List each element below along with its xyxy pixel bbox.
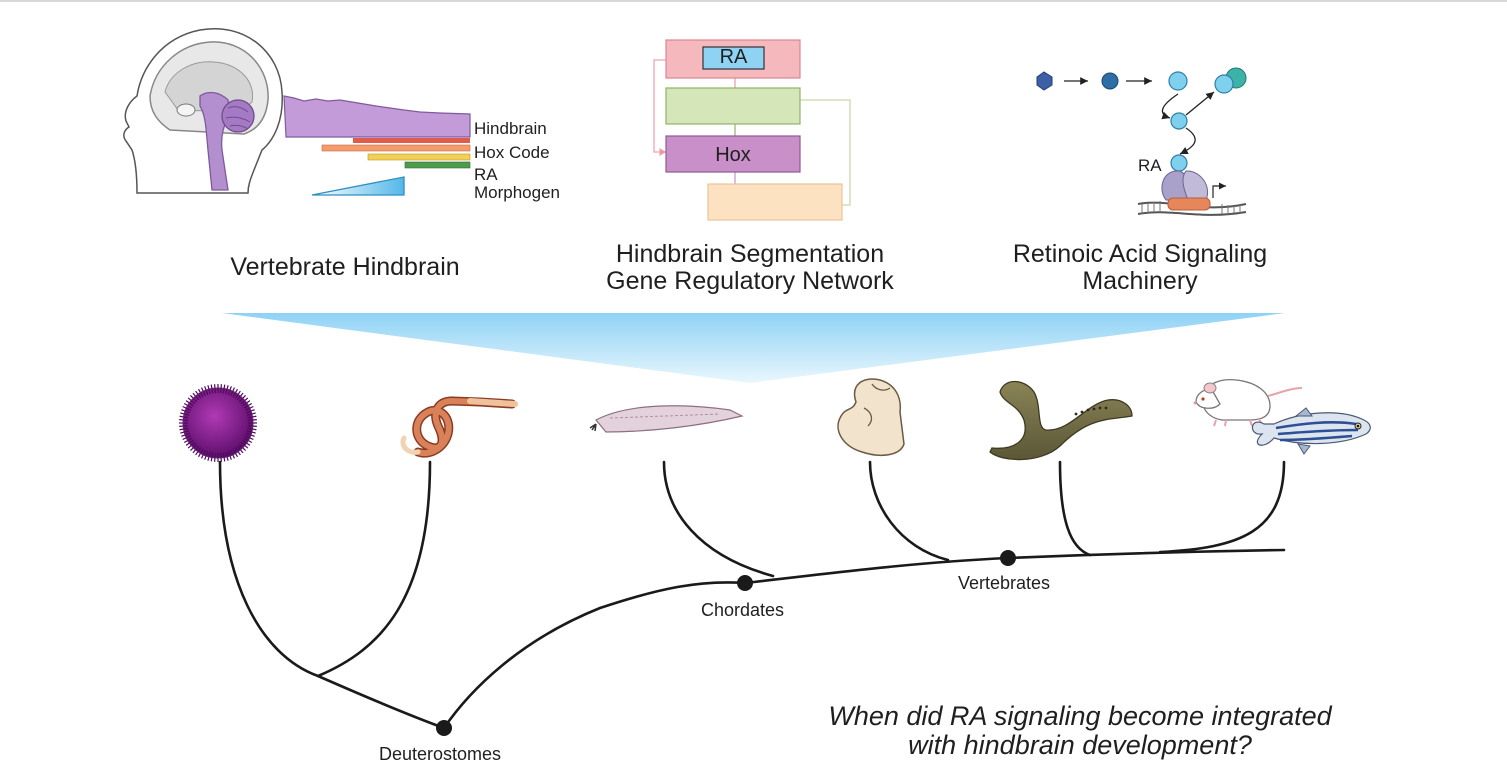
panel-title-ra-line2: Machinery: [1082, 267, 1198, 295]
mouse-icon: [1193, 378, 1303, 427]
clade-label-vertebrates: Vertebrates: [958, 573, 1051, 593]
vertebrates-node: [1000, 550, 1016, 566]
panel-title-hindbrain: Vertebrate Hindbrain: [230, 253, 460, 281]
amphioxus-icon: [589, 405, 744, 433]
legend-ra: RA: [474, 165, 498, 184]
question-line1: When did RA signaling become integrated: [828, 701, 1332, 731]
lamprey-icon: [989, 380, 1133, 461]
grn-green-box: [665, 87, 801, 125]
deuterostomes-node: [436, 720, 452, 736]
grn-diagram: [653, 39, 851, 221]
tunicate-icon: [837, 378, 905, 457]
clade-label-chordates: Chordates: [701, 600, 785, 620]
legend-morphogen: Morphogen: [474, 183, 561, 202]
grn-peach-box: [707, 183, 843, 221]
grn-hox-label: Hox: [715, 144, 751, 166]
hindbrain-schematic: [283, 95, 471, 196]
ra-machinery: [1036, 67, 1247, 216]
sea-urchin-icon: [179, 384, 257, 462]
panel-title-grn-line2: Gene Regulatory Network: [606, 267, 894, 295]
question-line2: with hindbrain development?: [908, 730, 1252, 760]
panel-title-grn-line1: Hindbrain Segmentation: [615, 240, 885, 268]
grn-ra-label: RA: [719, 46, 748, 68]
clade-label-deuterostomes: Deuterostomes: [379, 744, 502, 764]
funnel: [222, 313, 1285, 383]
head-illustration: [123, 28, 283, 194]
phylogenetic-tree: [218, 460, 1286, 736]
legend-hox-code: Hox Code: [474, 143, 550, 162]
acorn-worm-icon: [400, 396, 518, 458]
zebrafish-icon: [1251, 407, 1371, 455]
grn-ra-box: [665, 39, 801, 79]
ra-ligand-label: RA: [1138, 156, 1162, 175]
chordates-node: [737, 575, 753, 591]
grn-hox-box: [665, 135, 801, 173]
panel-title-ra-line1: Retinoic Acid Signaling: [1012, 240, 1268, 268]
legend-hindbrain: Hindbrain: [474, 119, 547, 138]
